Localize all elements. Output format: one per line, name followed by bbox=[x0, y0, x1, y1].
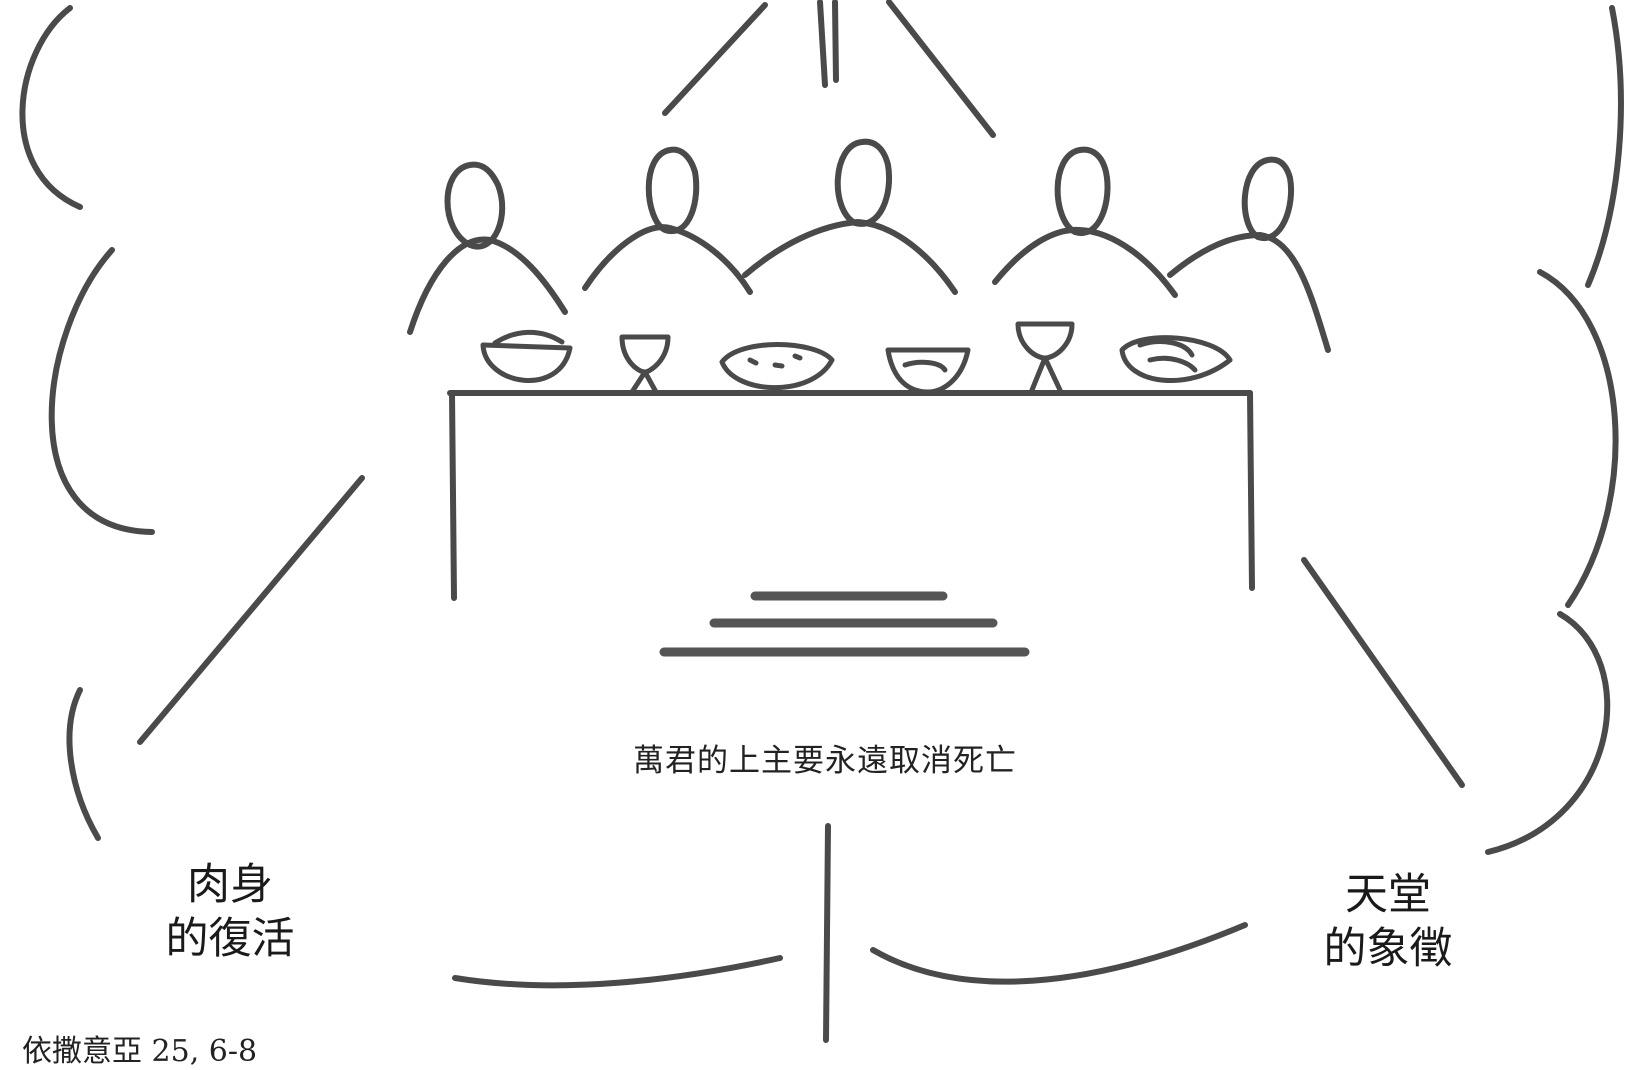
bowl-4 bbox=[1119, 335, 1233, 383]
table-leg-right bbox=[1247, 390, 1255, 591]
figure-1-head bbox=[444, 161, 506, 250]
right-label-line-1: 天堂 bbox=[1345, 870, 1431, 920]
figure-4-shoulders bbox=[992, 226, 1178, 298]
figure-4-head bbox=[1054, 146, 1111, 236]
table-items bbox=[480, 321, 1233, 395]
right-arcs bbox=[1301, 5, 1624, 855]
bowl-3 bbox=[885, 347, 971, 395]
right-arc-middle bbox=[1537, 269, 1619, 608]
right-diagonal-line bbox=[1301, 557, 1465, 788]
right-label: 天堂 的象徵 bbox=[1268, 868, 1508, 976]
top-rays bbox=[662, 0, 996, 138]
figure-1 bbox=[407, 161, 568, 335]
banquet-drawing bbox=[19, 0, 1624, 1043]
cup-2-bowl bbox=[1015, 321, 1075, 361]
right-arc-top bbox=[1585, 5, 1624, 288]
figure-2 bbox=[582, 146, 753, 295]
left-arcs bbox=[19, 5, 365, 841]
ray-right bbox=[886, 0, 996, 138]
ray-center-1 bbox=[817, 0, 828, 88]
left-arc-top bbox=[19, 5, 83, 210]
left-label-line-1: 肉身 bbox=[187, 860, 273, 910]
bottom-reference: 依撒意亞 25, 6-8 bbox=[22, 1034, 258, 1069]
bowl-2-food bbox=[747, 353, 803, 369]
steps bbox=[659, 591, 1030, 657]
table-leg-left bbox=[449, 390, 457, 601]
ray-center-2 bbox=[832, 0, 839, 83]
figures bbox=[407, 138, 1331, 353]
bottom-arc-left bbox=[452, 955, 783, 989]
diagram-canvas: 萬君的上主要永遠取消死亡 肉身 的復活 天堂 的象徵 依撒意亞 25, 6-8 bbox=[19, 0, 1624, 1069]
center-caption: 萬君的上主要永遠取消死亡 bbox=[633, 743, 1017, 779]
figure-5 bbox=[1167, 156, 1331, 353]
left-arc-middle bbox=[48, 247, 155, 535]
figure-4 bbox=[992, 146, 1178, 298]
banquet-table bbox=[447, 390, 1255, 601]
figure-3-shoulders bbox=[742, 219, 958, 295]
left-diagonal-line bbox=[137, 475, 365, 745]
left-arc-bottom bbox=[66, 687, 101, 841]
cup-1-stem bbox=[629, 369, 659, 395]
cup-2-stem bbox=[1029, 355, 1063, 393]
figure-2-shoulders bbox=[582, 224, 753, 295]
figure-1-shoulders bbox=[407, 236, 568, 335]
bowl-1-food bbox=[492, 329, 565, 346]
right-label-line-2: 的象徵 bbox=[1323, 924, 1453, 974]
bottom-lines bbox=[452, 823, 1248, 1043]
figure-5-shoulders bbox=[1167, 232, 1331, 353]
bowl-3-food bbox=[902, 359, 948, 373]
left-label: 肉身 的復活 bbox=[120, 858, 340, 966]
cup-1-bowl bbox=[619, 334, 671, 375]
bottom-vertical-line bbox=[823, 823, 831, 1043]
ray-left bbox=[662, 2, 768, 116]
bowl-2 bbox=[719, 342, 835, 390]
bottom-arc-right bbox=[870, 922, 1248, 985]
figure-3 bbox=[742, 138, 958, 295]
left-label-line-2: 的復活 bbox=[165, 914, 295, 964]
bowl-4-food bbox=[1137, 339, 1198, 373]
right-arc-bottom bbox=[1485, 611, 1611, 855]
figure-2-head bbox=[645, 146, 700, 235]
figure-5-head bbox=[1241, 156, 1294, 241]
bowl-1 bbox=[480, 342, 573, 384]
figure-3-head bbox=[834, 138, 892, 227]
